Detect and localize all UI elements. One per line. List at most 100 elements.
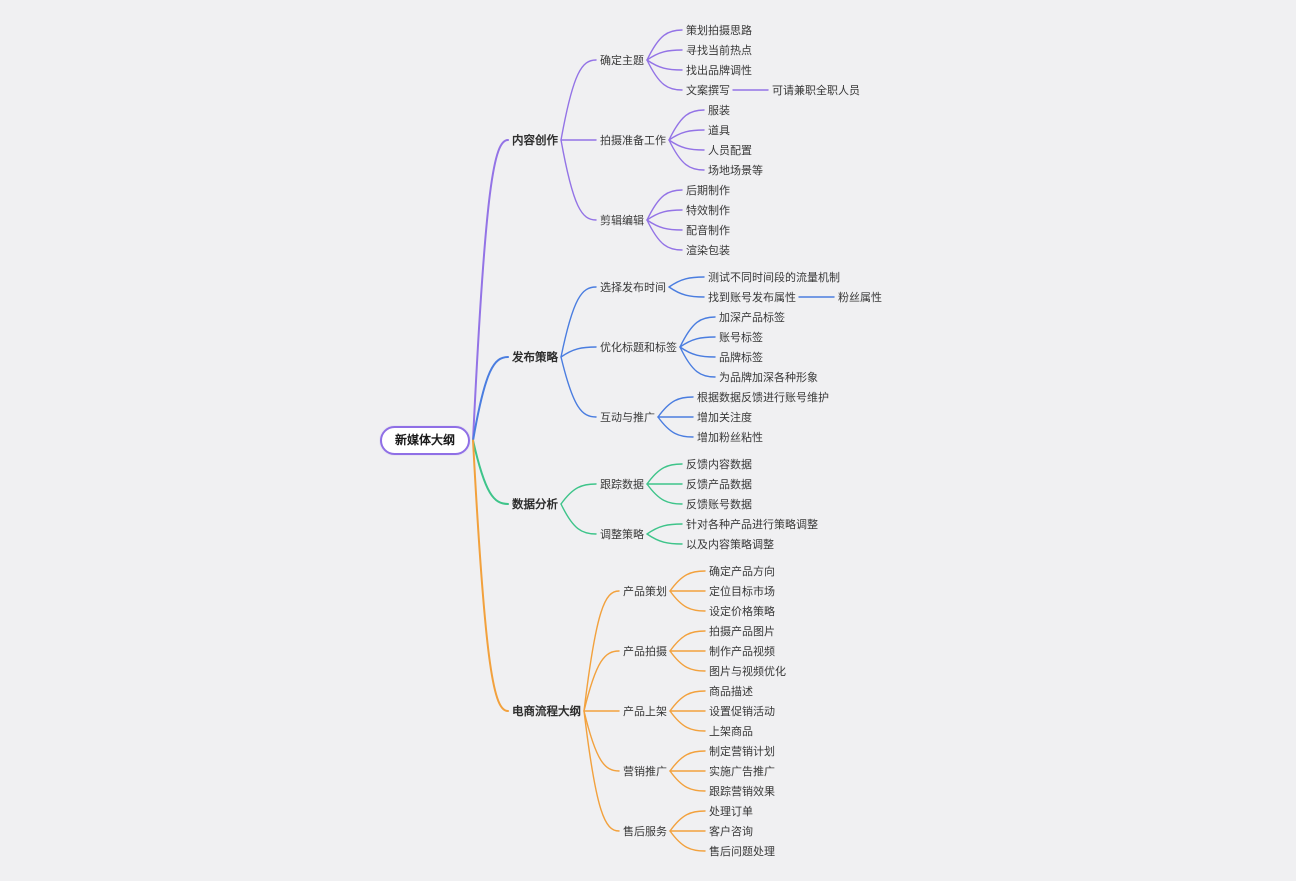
node-group: 图片与视频优化 (709, 665, 786, 678)
topic-node[interactable]: 可请兼职全职人员 (772, 83, 861, 97)
children-group: 拍摄产品图片制作产品视频图片与视频优化 (709, 625, 786, 678)
topic-node[interactable]: 确定主题 (600, 53, 645, 67)
node-group: 处理订单 (709, 805, 775, 818)
topic-node[interactable]: 拍摄准备工作 (600, 133, 667, 147)
node-group: 营销推广 制定营销计划实施广告推广跟踪营销效果 (623, 745, 786, 798)
root-node[interactable]: 新媒体大纲 (380, 426, 471, 455)
children-group: 确定产品方向定位目标市场设定价格策略 (709, 565, 775, 618)
topic-node[interactable]: 配音制作 (686, 223, 731, 237)
topic-node[interactable]: 账号标签 (719, 330, 764, 344)
node-group: 客户咨询 (709, 825, 775, 838)
node-group: 场地场景等 (708, 164, 763, 177)
node-group: 电商流程大纲 产品策划 确定产品方向定位目标市场设定价格策略产品拍摄 拍摄产品图片制作… (512, 565, 882, 858)
topic-node[interactable]: 拍摄产品图片 (709, 624, 776, 638)
children-group: 选择发布时间 测试不同时间段的流量机制找到账号发布属性 粉丝属性优化标题和标签 加深产… (600, 271, 882, 444)
branch-node[interactable]: 数据分析 (512, 496, 559, 511)
topic-node[interactable]: 设定价格策略 (709, 604, 776, 618)
topic-node[interactable]: 场地场景等 (708, 163, 764, 177)
node-group: 品牌标签 (719, 351, 818, 364)
children-group: 反馈内容数据反馈产品数据反馈账号数据 (686, 458, 752, 511)
topic-node[interactable]: 增加关注度 (697, 410, 753, 424)
node-group: 寻找当前热点 (686, 44, 860, 57)
node-group: 设置促销活动 (709, 705, 775, 718)
topic-node[interactable]: 剪辑编辑 (600, 213, 645, 227)
topic-node[interactable]: 找到账号发布属性 (708, 290, 797, 304)
topic-node[interactable]: 图片与视频优化 (709, 664, 787, 678)
node-group: 发布策略 选择发布时间 测试不同时间段的流量机制找到账号发布属性 粉丝属性优化标题和标… (512, 271, 882, 444)
topic-node[interactable]: 售后问题处理 (709, 844, 776, 858)
topic-node[interactable]: 寻找当前热点 (686, 43, 753, 57)
topic-node[interactable]: 道具 (708, 123, 731, 137)
topic-node[interactable]: 测试不同时间段的流量机制 (708, 270, 841, 284)
node-group: 根据数据反馈进行账号维护 (697, 391, 829, 404)
topic-node[interactable]: 实施广告推广 (709, 764, 776, 778)
topic-node[interactable]: 加深产品标签 (719, 310, 786, 324)
node-group: 确定主题 策划拍摄思路寻找当前热点找出品牌调性文案撰写 可请兼职全职人员 (600, 24, 860, 97)
node-group: 账号标签 (719, 331, 818, 344)
topic-node[interactable]: 找出品牌调性 (686, 63, 753, 77)
node-group: 道具 (708, 124, 763, 137)
topic-node[interactable]: 制作产品视频 (709, 644, 776, 658)
node-group: 优化标题和标签 加深产品标签账号标签品牌标签为品牌加深各种形象 (600, 311, 882, 384)
topic-node[interactable]: 调整策略 (600, 527, 645, 541)
node-group: 加深产品标签 (719, 311, 818, 324)
topic-node[interactable]: 商品描述 (709, 684, 754, 698)
topic-node[interactable]: 针对各种产品进行策略调整 (686, 517, 819, 531)
topic-node[interactable]: 上架商品 (709, 724, 754, 738)
node-group: 增加粉丝粘性 (697, 431, 829, 444)
branch-node[interactable]: 发布策略 (512, 349, 559, 364)
node-group: 实施广告推广 (709, 765, 775, 778)
branch-node[interactable]: 内容创作 (512, 132, 559, 147)
children-group: 根据数据反馈进行账号维护增加关注度增加粉丝粘性 (697, 391, 829, 444)
node-group: 文案撰写 可请兼职全职人员 (686, 84, 860, 97)
topic-node[interactable]: 营销推广 (623, 764, 668, 778)
topic-node[interactable]: 后期制作 (686, 183, 731, 197)
node-group: 粉丝属性 (838, 291, 882, 304)
topic-node[interactable]: 渲染包装 (686, 243, 731, 257)
topic-node[interactable]: 互动与推广 (600, 410, 656, 424)
topic-node[interactable]: 售后服务 (623, 824, 668, 838)
topic-node[interactable]: 选择发布时间 (600, 280, 667, 294)
node-group: 找出品牌调性 (686, 64, 860, 77)
branch-node[interactable]: 电商流程大纲 (512, 703, 582, 718)
topic-node[interactable]: 客户咨询 (709, 824, 754, 838)
topic-node[interactable]: 跟踪营销效果 (709, 784, 776, 798)
node-group: 内容创作 确定主题 策划拍摄思路寻找当前热点找出品牌调性文案撰写 可请兼职全职人员拍摄… (512, 24, 882, 257)
node-group: 跟踪数据 反馈内容数据反馈产品数据反馈账号数据 (600, 458, 818, 511)
node-group: 服装 (708, 104, 763, 117)
node-group: 找到账号发布属性 粉丝属性 (708, 291, 882, 304)
node-group: 定位目标市场 (709, 585, 775, 598)
topic-node[interactable]: 反馈产品数据 (686, 477, 753, 491)
topic-node[interactable]: 反馈账号数据 (686, 497, 753, 511)
topic-node[interactable]: 文案撰写 (686, 83, 731, 97)
topic-node[interactable]: 优化标题和标签 (600, 340, 678, 354)
node-group: 特效制作 (686, 204, 730, 217)
node-group: 针对各种产品进行策略调整 (686, 518, 818, 531)
topic-node[interactable]: 产品策划 (623, 584, 668, 598)
topic-node[interactable]: 人员配置 (708, 143, 753, 157)
topic-node[interactable]: 为品牌加深各种形象 (719, 370, 819, 384)
topic-node[interactable]: 反馈内容数据 (686, 457, 753, 471)
topic-node[interactable]: 制定营销计划 (709, 744, 776, 758)
topic-node[interactable]: 服装 (708, 103, 731, 117)
topic-node[interactable]: 产品拍摄 (623, 644, 668, 658)
topic-node[interactable]: 产品上架 (623, 704, 668, 718)
node-group: 测试不同时间段的流量机制 (708, 271, 882, 284)
node-group: 可请兼职全职人员 (772, 84, 860, 97)
topic-node[interactable]: 定位目标市场 (709, 584, 776, 598)
topic-node[interactable]: 策划拍摄思路 (686, 23, 753, 37)
node-group: 上架商品 (709, 725, 775, 738)
children-group: 处理订单客户咨询售后问题处理 (709, 805, 775, 858)
topic-node[interactable]: 确定产品方向 (709, 564, 776, 578)
topic-node[interactable]: 特效制作 (686, 203, 731, 217)
topic-node[interactable]: 增加粉丝粘性 (697, 430, 764, 444)
children-group: 内容创作 确定主题 策划拍摄思路寻找当前热点找出品牌调性文案撰写 可请兼职全职人员拍摄… (512, 24, 882, 858)
topic-node[interactable]: 跟踪数据 (600, 477, 645, 491)
topic-node[interactable]: 以及内容策略调整 (686, 537, 775, 551)
topic-node[interactable]: 处理订单 (709, 804, 754, 818)
topic-node[interactable]: 粉丝属性 (838, 290, 883, 304)
topic-node[interactable]: 品牌标签 (719, 350, 764, 364)
topic-node[interactable]: 根据数据反馈进行账号维护 (697, 390, 830, 404)
node-group: 产品拍摄 拍摄产品图片制作产品视频图片与视频优化 (623, 625, 786, 678)
topic-node[interactable]: 设置促销活动 (709, 704, 776, 718)
